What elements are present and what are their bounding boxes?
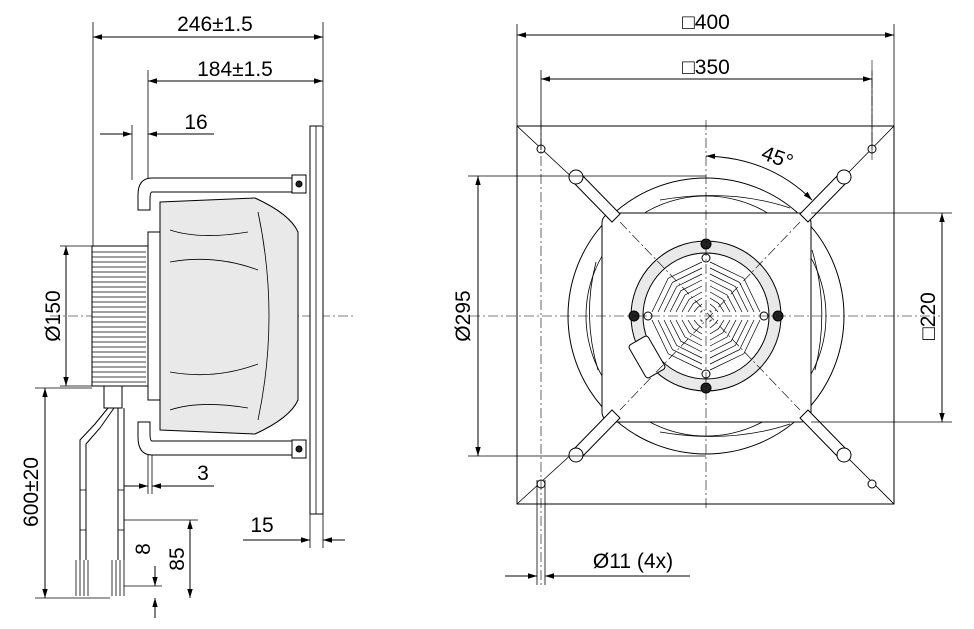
strip-85-label: 85 [166, 547, 189, 570]
hub-cooling-rib [709, 273, 749, 313]
hub-cooling-rib [651, 319, 703, 371]
hub-cooling-rib [663, 273, 703, 313]
hub-cooling-rib [687, 297, 703, 313]
hub-cooling-rib [651, 261, 703, 313]
side-view: 246±1.5 184±1.5 16 Ø150 [20, 13, 355, 618]
hub-cooling-rib [693, 319, 703, 329]
hub-cooling-rib [709, 297, 725, 313]
hub-cooling-rib [709, 319, 755, 365]
hub-cooling-rib [663, 319, 703, 359]
hub-cooling-rib [681, 291, 703, 313]
cable-length-label: 600±20 [20, 457, 43, 527]
hub-cooling-rib [709, 285, 737, 313]
hub-cooling-rib [675, 285, 703, 313]
hub-cooling-rib [709, 303, 719, 313]
hub-cooling-rib [709, 309, 713, 313]
support-size-label: □220 [917, 292, 940, 340]
plate-size-label: □400 [682, 11, 730, 34]
angle-arc [705, 153, 813, 201]
support-bracket-top [137, 177, 301, 211]
motor-diameter-label: Ø150 [42, 290, 65, 341]
hub-cooling-rib [709, 319, 749, 359]
cable-gland [103, 385, 123, 409]
hole-spacing-label: □350 [682, 56, 730, 79]
support-bracket-bottom [137, 421, 301, 456]
front-view: □400 □350 45° Ø295 □220 Ø11 (4x) [452, 11, 952, 585]
offset-16-label: 16 [184, 111, 207, 134]
flange-plate [309, 125, 324, 515]
impeller [159, 197, 299, 435]
hub-cooling-rib [709, 319, 713, 323]
hub-cooling-rib [709, 267, 755, 313]
hub-cooling-rib [699, 309, 703, 313]
cable-gland-front [628, 335, 666, 379]
motor-heat-sink [91, 245, 149, 387]
hub-cooling-rib [709, 279, 743, 313]
overall-length-label: 246±1.5 [177, 13, 253, 36]
hub-cooling-rib [709, 319, 725, 335]
body-length-label: 184±1.5 [197, 58, 273, 81]
hub-cooling-rib [669, 279, 703, 313]
flange-15-label: 15 [250, 514, 273, 537]
hub-cooling-rib [657, 267, 703, 313]
hub-cooling-rib [669, 319, 703, 353]
hub-cooling-rib [687, 319, 703, 335]
hub-cooling-rib [657, 319, 703, 365]
hub-cooling-rib [709, 319, 737, 347]
hub-cooling-rib [693, 303, 703, 313]
inlet-diameter-label: Ø295 [452, 290, 475, 341]
flange-3-label: 3 [197, 462, 209, 485]
hub-cooling-rib [709, 319, 731, 341]
hub-cooling-rib [675, 319, 703, 347]
hub-cooling-rib [709, 319, 761, 371]
hub-cooling-rib [709, 319, 719, 329]
hub-cooling-rib [709, 291, 731, 313]
hole-diameter-label: Ø11 (4x) [593, 550, 673, 573]
hub-cooling-rib [681, 319, 703, 341]
hub-cooling-rib [709, 319, 743, 353]
strip-8-label: 8 [132, 543, 155, 555]
hub-cooling-rib [709, 261, 761, 313]
hub-cooling-rib [699, 319, 703, 323]
